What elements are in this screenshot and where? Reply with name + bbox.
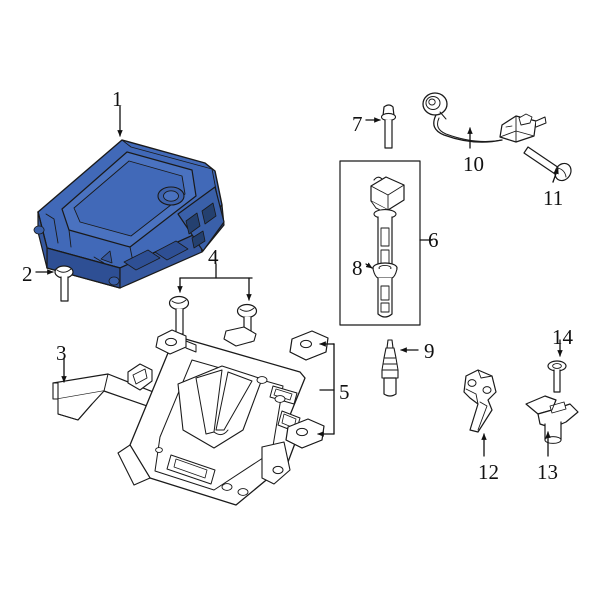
part-ignition-coil-group — [339, 160, 421, 326]
part-engine-control-module — [33, 139, 225, 289]
callout-13: 13 — [537, 460, 558, 484]
callout-14: 14 — [552, 325, 573, 349]
part-spark-plug — [381, 339, 399, 397]
part-ignition-coil-bolt — [380, 104, 397, 149]
part-spark-plug-boot — [372, 262, 398, 318]
part-isolator-grommet-pair — [285, 330, 329, 449]
part-ignition-coil — [370, 176, 405, 272]
callout-5: 5 — [339, 380, 350, 404]
part-ecm-mounting-bolt — [54, 265, 74, 302]
part-knock-sensor-bolt — [523, 146, 572, 182]
callout-3: 3 — [56, 341, 67, 365]
part-knock-sensor — [422, 92, 547, 143]
leader-5 — [317, 341, 335, 437]
part-map-sensor — [525, 395, 579, 444]
part-ecm-mounting-bracket — [52, 326, 306, 506]
leader-4 — [177, 263, 253, 301]
callout-11: 11 — [543, 186, 564, 210]
callout-7: 7 — [352, 112, 363, 136]
callout-12: 12 — [478, 460, 499, 484]
callout-6: 6 — [428, 228, 439, 252]
leader-11-arrow — [552, 167, 559, 183]
callout-2: 2 — [22, 262, 33, 286]
callout-1: 1 — [112, 87, 123, 111]
part-sensor-mounting-bracket — [463, 369, 497, 433]
leader-8 — [365, 262, 373, 269]
callout-4: 4 — [208, 245, 219, 269]
callout-10: 10 — [463, 152, 484, 176]
callout-9: 9 — [424, 339, 435, 363]
part-map-sensor-bolt — [547, 360, 567, 393]
callout-8: 8 — [352, 256, 363, 280]
